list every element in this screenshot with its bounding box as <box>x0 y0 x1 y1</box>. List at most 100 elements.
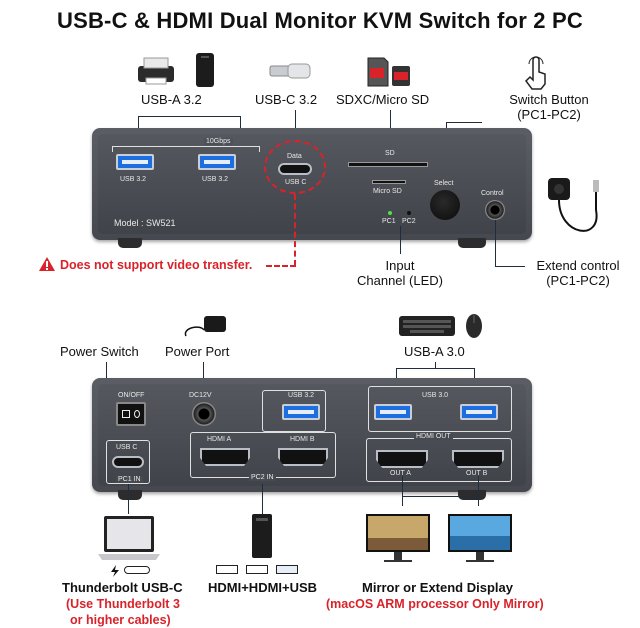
usb-c-data-label: Data <box>287 153 302 160</box>
input-channel-sub: Channel (LED) <box>357 273 443 288</box>
usb-a-back-port-pc2[interactable] <box>282 404 320 420</box>
usb-flash-drive-icon <box>268 58 312 84</box>
usb-a-30-callout <box>396 368 474 369</box>
hdmi-icon-2 <box>246 565 268 574</box>
pc2-led-label: PC2 <box>402 218 416 225</box>
usb-a-30-callout-c <box>435 362 436 368</box>
select-label: Select <box>434 180 454 187</box>
hdmi-out-label: HDMI OUT <box>414 433 453 440</box>
back-foot-left <box>118 490 142 500</box>
thunderbolt-icon <box>110 564 120 577</box>
sd-card-icon <box>366 56 414 88</box>
control-jack[interactable] <box>485 200 505 220</box>
switch-button-sub: (PC1-PC2) <box>517 107 581 122</box>
hdmi-a-port[interactable] <box>200 448 250 466</box>
pc2-callout <box>262 484 263 514</box>
power-switch-label: Power Switch <box>60 344 139 359</box>
pc1-led-label: PC1 <box>382 218 396 225</box>
extend-control-sub: (PC1-PC2) <box>546 273 610 288</box>
extend-remote-icon <box>540 176 612 254</box>
usb-c-back-port[interactable] <box>112 456 144 468</box>
dc-power-jack[interactable] <box>192 402 216 426</box>
warning-callout-v <box>294 194 296 266</box>
power-port-label: Power Port <box>165 344 230 359</box>
model-label: Model : SW521 <box>114 218 176 228</box>
usb-a-30-port-1[interactable] <box>374 404 412 420</box>
hdmi-b-label: HDMI B <box>290 436 315 443</box>
mouse-icon <box>464 312 484 340</box>
hdmi-icon <box>216 565 238 574</box>
hdmi-out-b-port[interactable] <box>452 450 504 468</box>
hdmi-out-a-port[interactable] <box>376 450 428 468</box>
front-foot-right <box>458 238 486 248</box>
pc1-led <box>388 211 392 215</box>
sd-label: SDXC/Micro SD <box>336 92 430 107</box>
page-title: USB-C & HDMI Dual Monitor KVM Switch for… <box>57 8 583 33</box>
laptop-icon <box>96 514 162 562</box>
display-note: (macOS ARM processor Only Mirror) <box>326 597 544 611</box>
usb-a-callout <box>138 116 240 117</box>
pc2-led <box>407 211 411 215</box>
led-callout <box>400 226 401 254</box>
thunderbolt-label: Thunderbolt USB-C <box>62 580 183 595</box>
warning-callout <box>266 265 296 267</box>
usb-a-callout-right <box>240 116 241 138</box>
usb-a-30-label: USB-A 3.0 <box>404 344 465 359</box>
display-callout-r <box>478 476 479 506</box>
display-callout-l <box>402 476 403 506</box>
display-callout-h <box>402 496 478 497</box>
usb-a-port-2-label: USB 3.2 <box>202 176 229 183</box>
input-channel-label: Input Channel (LED) <box>340 258 460 288</box>
kvm-back-panel <box>92 378 532 492</box>
sd-slot[interactable] <box>348 162 428 167</box>
usb-a-port-1-label: USB 3.2 <box>120 176 147 183</box>
switch-button-title: Switch Button <box>509 92 589 107</box>
micro-sd-slot[interactable] <box>372 180 406 184</box>
pc1-in-label: PC1 IN <box>116 476 143 483</box>
switch-button-label: Switch Button (PC1-PC2) <box>484 92 614 122</box>
usb-a-port-1[interactable] <box>116 154 154 170</box>
speed-bracket <box>112 146 260 152</box>
usb-c-connector-icon <box>124 566 150 574</box>
thunderbolt-note-1: (Use Thunderbolt 3 <box>66 597 180 611</box>
usb-a-port-2[interactable] <box>198 154 236 170</box>
back-face <box>98 384 526 486</box>
pc1-in-bracket <box>106 440 150 484</box>
out-a-label: OUT A <box>390 470 411 477</box>
select-button[interactable] <box>430 190 460 220</box>
pc2-in-label: PC2 IN <box>249 474 276 481</box>
usb-a-label: USB-A 3.2 <box>141 92 202 107</box>
control-label: Control <box>481 190 504 197</box>
dc-label: DC12V <box>189 392 212 399</box>
speed-label: 10Gbps <box>204 138 233 145</box>
usb-icon <box>276 565 298 574</box>
usb-a-30-port-2[interactable] <box>460 404 498 420</box>
front-foot-left <box>118 238 142 248</box>
usb-c-highlight <box>264 140 326 194</box>
usb32-back-bracket <box>262 390 326 432</box>
sd-slot-label: SD <box>385 150 395 157</box>
usb30-label: USB 3.0 <box>422 392 449 399</box>
usb32-back-label: USB 3.2 <box>288 392 315 399</box>
finger-press-icon <box>523 56 549 90</box>
on-off-label: ON/OFF <box>118 392 145 399</box>
hdmi-b-port[interactable] <box>278 448 328 466</box>
usb-c-port-front-label: USB C <box>285 179 307 186</box>
extend-control-label: Extend control (PC1-PC2) <box>518 258 638 288</box>
control-callout-h <box>495 266 525 267</box>
usb-a-30-callout-r <box>474 368 475 386</box>
pc2-combo-label: HDMI+HDMI+USB <box>208 580 318 595</box>
power-adapter-icon <box>180 310 230 342</box>
usb-c-port-front[interactable] <box>278 163 312 175</box>
usb-a-30-callout-l <box>396 368 397 386</box>
control-callout-v <box>495 220 496 266</box>
warning-text: Does not support video transfer. <box>60 258 253 272</box>
thunderbolt-note-2: or higher cables) <box>70 613 171 627</box>
keyboard-icon <box>398 314 456 338</box>
power-switch[interactable] <box>116 402 146 426</box>
monitor-icon-2 <box>446 512 514 564</box>
switch-callout-h <box>446 122 482 123</box>
hard-drive-icon <box>195 52 215 88</box>
display-label: Mirror or Extend Display <box>362 580 513 595</box>
monitor-icon <box>364 512 432 564</box>
